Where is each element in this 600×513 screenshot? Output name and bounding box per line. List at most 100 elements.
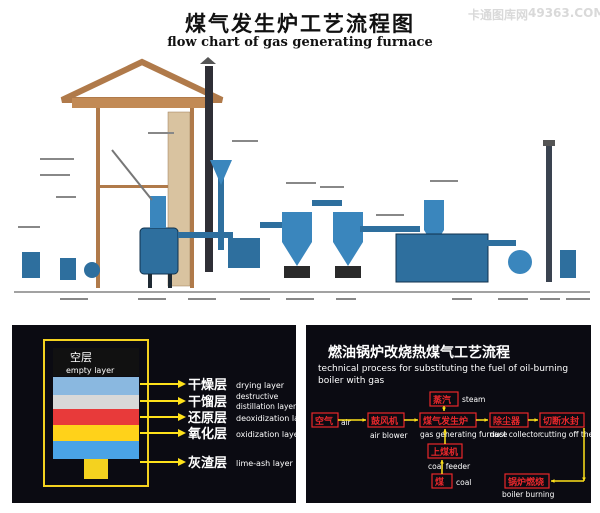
- fan-base: [560, 250, 576, 278]
- label-mark: [286, 182, 316, 184]
- flow-arrow-head: [551, 479, 555, 483]
- flow-arrow-head: [414, 418, 418, 422]
- air-en: air: [341, 418, 352, 427]
- watermark-url: 49363.COM: [528, 6, 600, 20]
- gas-pipe-4: [360, 226, 420, 232]
- layer-label-en: deoxidization layer: [236, 414, 313, 423]
- gas-pipe-1: [178, 232, 233, 238]
- title-cn: 煤气发生炉工艺流程图: [185, 11, 415, 36]
- chimney-cap: [200, 57, 216, 64]
- gas-pipe-3: [312, 200, 342, 206]
- label-mark: [376, 214, 404, 216]
- ash-zone: [53, 441, 139, 459]
- layer-label-cn: 干馏层: [188, 394, 227, 410]
- tank-1-cone: [282, 242, 312, 266]
- title-en: flow chart of gas generating furnace: [167, 35, 433, 50]
- boiler: [395, 233, 489, 283]
- layer-arrow-head: [178, 397, 186, 405]
- boiler-cn: 锅炉燃烧: [507, 476, 544, 488]
- gas-pipe-riser: [218, 160, 224, 250]
- layer-arrow-head: [178, 429, 186, 437]
- coal-cart: [60, 258, 76, 280]
- process-title-en-2: boiler with gas: [318, 376, 385, 386]
- layer-arrow-head: [178, 380, 186, 388]
- label-mark: [148, 132, 174, 134]
- layer-label-cn: 灰渣层: [188, 455, 227, 471]
- label-mark: [40, 174, 70, 176]
- boiler-chimney: [546, 146, 552, 282]
- label-mark: [56, 196, 76, 198]
- label-mark: [18, 226, 40, 228]
- flow-arrow-head: [484, 418, 488, 422]
- empty-layer-cn: 空层: [70, 350, 92, 364]
- label-mark: [232, 140, 258, 142]
- flow-arrow-head: [362, 418, 366, 422]
- dust-en: dust collector: [490, 430, 542, 439]
- panel-right-bg: [306, 325, 591, 503]
- tank-2: [333, 212, 363, 242]
- flow-arrow-head: [440, 460, 444, 464]
- ash-outlet: [84, 459, 108, 479]
- layer-label-en: drying layer: [236, 381, 285, 390]
- label-mark: [336, 298, 356, 300]
- layer-label-cn: 氧化层: [187, 426, 227, 442]
- tank-2-cone: [333, 242, 363, 266]
- layer-label-en: destructive: [236, 392, 279, 401]
- boiler-chimney-cap: [543, 140, 555, 146]
- deoxidization-zone: [53, 409, 139, 425]
- label-mark: [452, 298, 472, 300]
- label-mark: [188, 298, 216, 300]
- building-column-left: [96, 108, 100, 288]
- cutoff-cn: 切断水封: [543, 415, 579, 427]
- process-title-cn: 燃油锅炉改烧热煤气工艺流程: [328, 344, 510, 361]
- air-cn: 空气: [315, 415, 333, 427]
- coal-yard-box: [22, 252, 40, 278]
- empty-layer-en: empty layer: [66, 366, 115, 375]
- label-mark: [60, 298, 88, 300]
- label-mark: [540, 298, 560, 300]
- layer-label-en: oxidization layer: [236, 430, 303, 439]
- label-mark: [566, 298, 590, 300]
- dust-collector-box: [228, 238, 260, 268]
- steam-cn: 蒸汽: [433, 394, 451, 406]
- furnace-outline: [43, 339, 149, 487]
- watermark-site-name: 卡通图库网: [468, 8, 529, 22]
- flue-pipe: [486, 240, 516, 246]
- air-blower: [84, 262, 100, 278]
- tank-2-base: [335, 266, 361, 278]
- label-mark: [320, 186, 344, 188]
- boiler-en: boiler burning: [502, 490, 555, 499]
- furnace-leg-2: [168, 274, 172, 288]
- coal-elevator: [111, 149, 153, 201]
- cutoff-box: [539, 412, 585, 428]
- label-mark: [498, 298, 528, 300]
- label-mark: [430, 180, 458, 182]
- layer-label-cn: 还原层: [187, 410, 227, 426]
- cutoff-en: cutting off the water seal: [540, 430, 600, 439]
- oxidization-zone: [53, 425, 139, 441]
- label-mark: [286, 298, 314, 300]
- distillation-zone: [53, 395, 139, 409]
- flow-arrow-head: [443, 429, 447, 433]
- blower-en: air blower: [370, 431, 408, 440]
- induced-fan: [508, 250, 532, 274]
- building-floor: [96, 185, 194, 188]
- tank-1-base: [284, 266, 310, 278]
- furnace-en: gas generating furnace: [420, 430, 508, 439]
- tank-1: [282, 212, 312, 242]
- blower-cn: 鼓风机: [371, 415, 398, 427]
- label-mark: [240, 298, 270, 300]
- flow-arrow-head: [582, 477, 586, 481]
- flow-arrow-head: [534, 418, 538, 422]
- coal-en: coal: [456, 478, 471, 487]
- furnace-leg: [148, 274, 152, 288]
- flow-arrow-head: [442, 407, 446, 411]
- feeder-en: coal feeder: [428, 462, 471, 471]
- dust-cn: 除尘器: [493, 415, 521, 427]
- separator: [424, 200, 444, 230]
